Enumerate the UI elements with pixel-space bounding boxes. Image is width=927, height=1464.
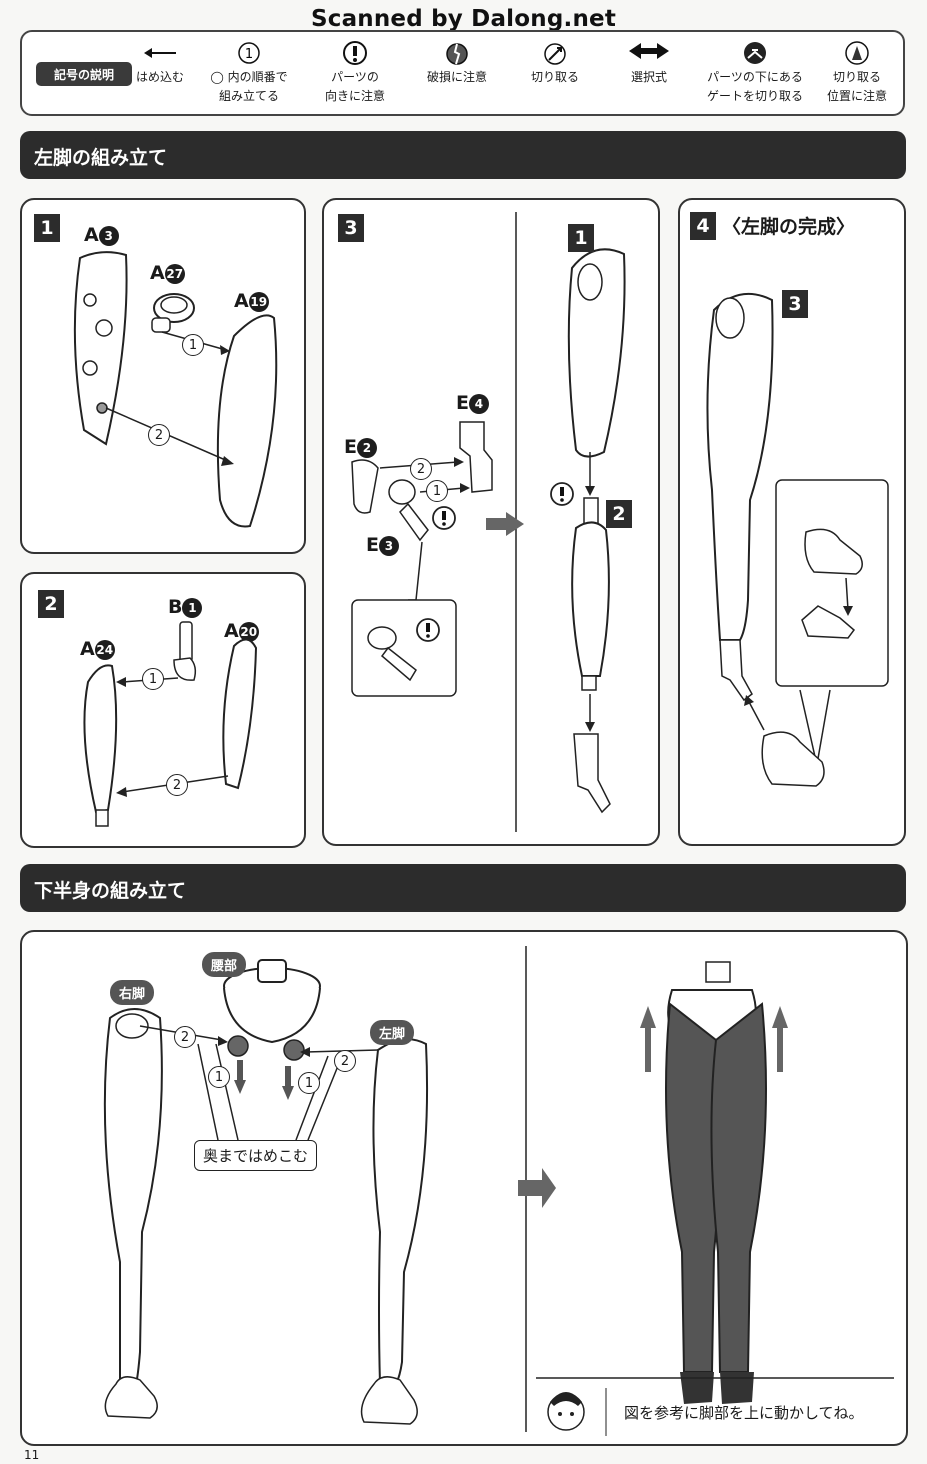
legend-item-order: 1 ◯ 内の順番で 組み立てる [194, 40, 304, 106]
legend-item-gate: パーツの下にある ゲートを切り取る [700, 40, 810, 106]
step-number: 1 [34, 214, 60, 242]
order-marker: 2 [148, 424, 170, 446]
step4-illustration [706, 293, 889, 787]
label-right-leg: 右脚 [110, 980, 155, 1005]
callout-push-fully: 奥まではめこむ [194, 1140, 318, 1171]
order-marker: 2 [334, 1050, 356, 1072]
order-marker: 1 [426, 480, 448, 502]
hint-text: 図を参考に脚部を上に動かしてね。 [624, 1404, 864, 1422]
symbol-legend: 記号の説明 はめ込む 1 ◯ 内の順番で 組み立てる パーツの 向きに注意 破損… [20, 30, 905, 116]
legend-item-cut-position: 切り取る 位置に注意 [802, 40, 912, 106]
legend-item-insert: はめ込む [105, 40, 215, 87]
step2-illustration [83, 621, 258, 827]
label-left-leg: 左脚 [370, 1020, 415, 1045]
legend-item-label: はめ込む [135, 70, 184, 84]
label-waist: 腰部 [202, 952, 247, 977]
legend-item-break: 破損に注意 [402, 40, 512, 87]
legend-item-label: 選択式 [630, 70, 667, 84]
step-number: 2 [38, 590, 64, 618]
step-number: 4 [690, 212, 716, 240]
legend-item-label: 破損に注意 [426, 70, 487, 84]
legend-item-orientation: パーツの 向きに注意 [300, 40, 410, 106]
section-title-lower-body: 下半身の組み立て [20, 864, 906, 912]
step4-title: 〈左脚の完成〉 [722, 216, 856, 238]
cut-position-icon [845, 41, 869, 65]
exclamation-icon [343, 41, 367, 65]
legend-item-label: 切り取る [530, 70, 579, 84]
order-marker: 1 [142, 668, 164, 690]
step1-illustration [73, 251, 278, 528]
section-title-left-leg: 左脚の組み立て [20, 131, 906, 179]
left-arrow-icon [144, 48, 176, 58]
lower-body-illustration [103, 946, 894, 1436]
order-marker: 1 [182, 334, 204, 356]
svg-text:1: 1 [245, 47, 253, 62]
legend-title: 記号の説明 [36, 62, 132, 86]
page-number: 11 [24, 1448, 40, 1462]
break-warning-icon [446, 43, 468, 65]
legend-item-label: パーツの [331, 70, 379, 84]
legend-item-label: 切り取る [832, 70, 881, 84]
legend-item-cut: 切り取る [500, 40, 610, 87]
step3-illustration [351, 212, 626, 832]
reference-step-number: 3 [782, 290, 808, 318]
legend-item-label: パーツの下にある [707, 70, 803, 84]
order-marker: 2 [410, 458, 432, 480]
legend-item-label: ◯ 内の順番で [210, 70, 288, 84]
legend-item-choice: 選択式 [594, 40, 704, 87]
watermark: Scanned by Dalong.net [310, 6, 617, 32]
gate-cut-icon [744, 42, 766, 64]
order-marker: 2 [166, 774, 188, 796]
order-marker: 2 [174, 1026, 196, 1048]
step-number: 3 [338, 214, 364, 242]
sub-step-number: 2 [606, 500, 632, 528]
step4-panel: 4 〈左脚の完成〉 3 G7 G9 [678, 198, 906, 846]
order-marker: 1 [208, 1066, 230, 1088]
order-marker: 1 [298, 1072, 320, 1094]
double-arrow-icon [629, 43, 669, 59]
cut-icon [544, 43, 566, 65]
circled-order-icon: 1 [238, 42, 260, 64]
sub-step-number: 1 [568, 224, 594, 252]
lower-body-panel: 右脚 腰部 左脚 2 2 1 1 奥まではめこむ 図を参考に脚部を上に動かしてね… [20, 930, 908, 1446]
